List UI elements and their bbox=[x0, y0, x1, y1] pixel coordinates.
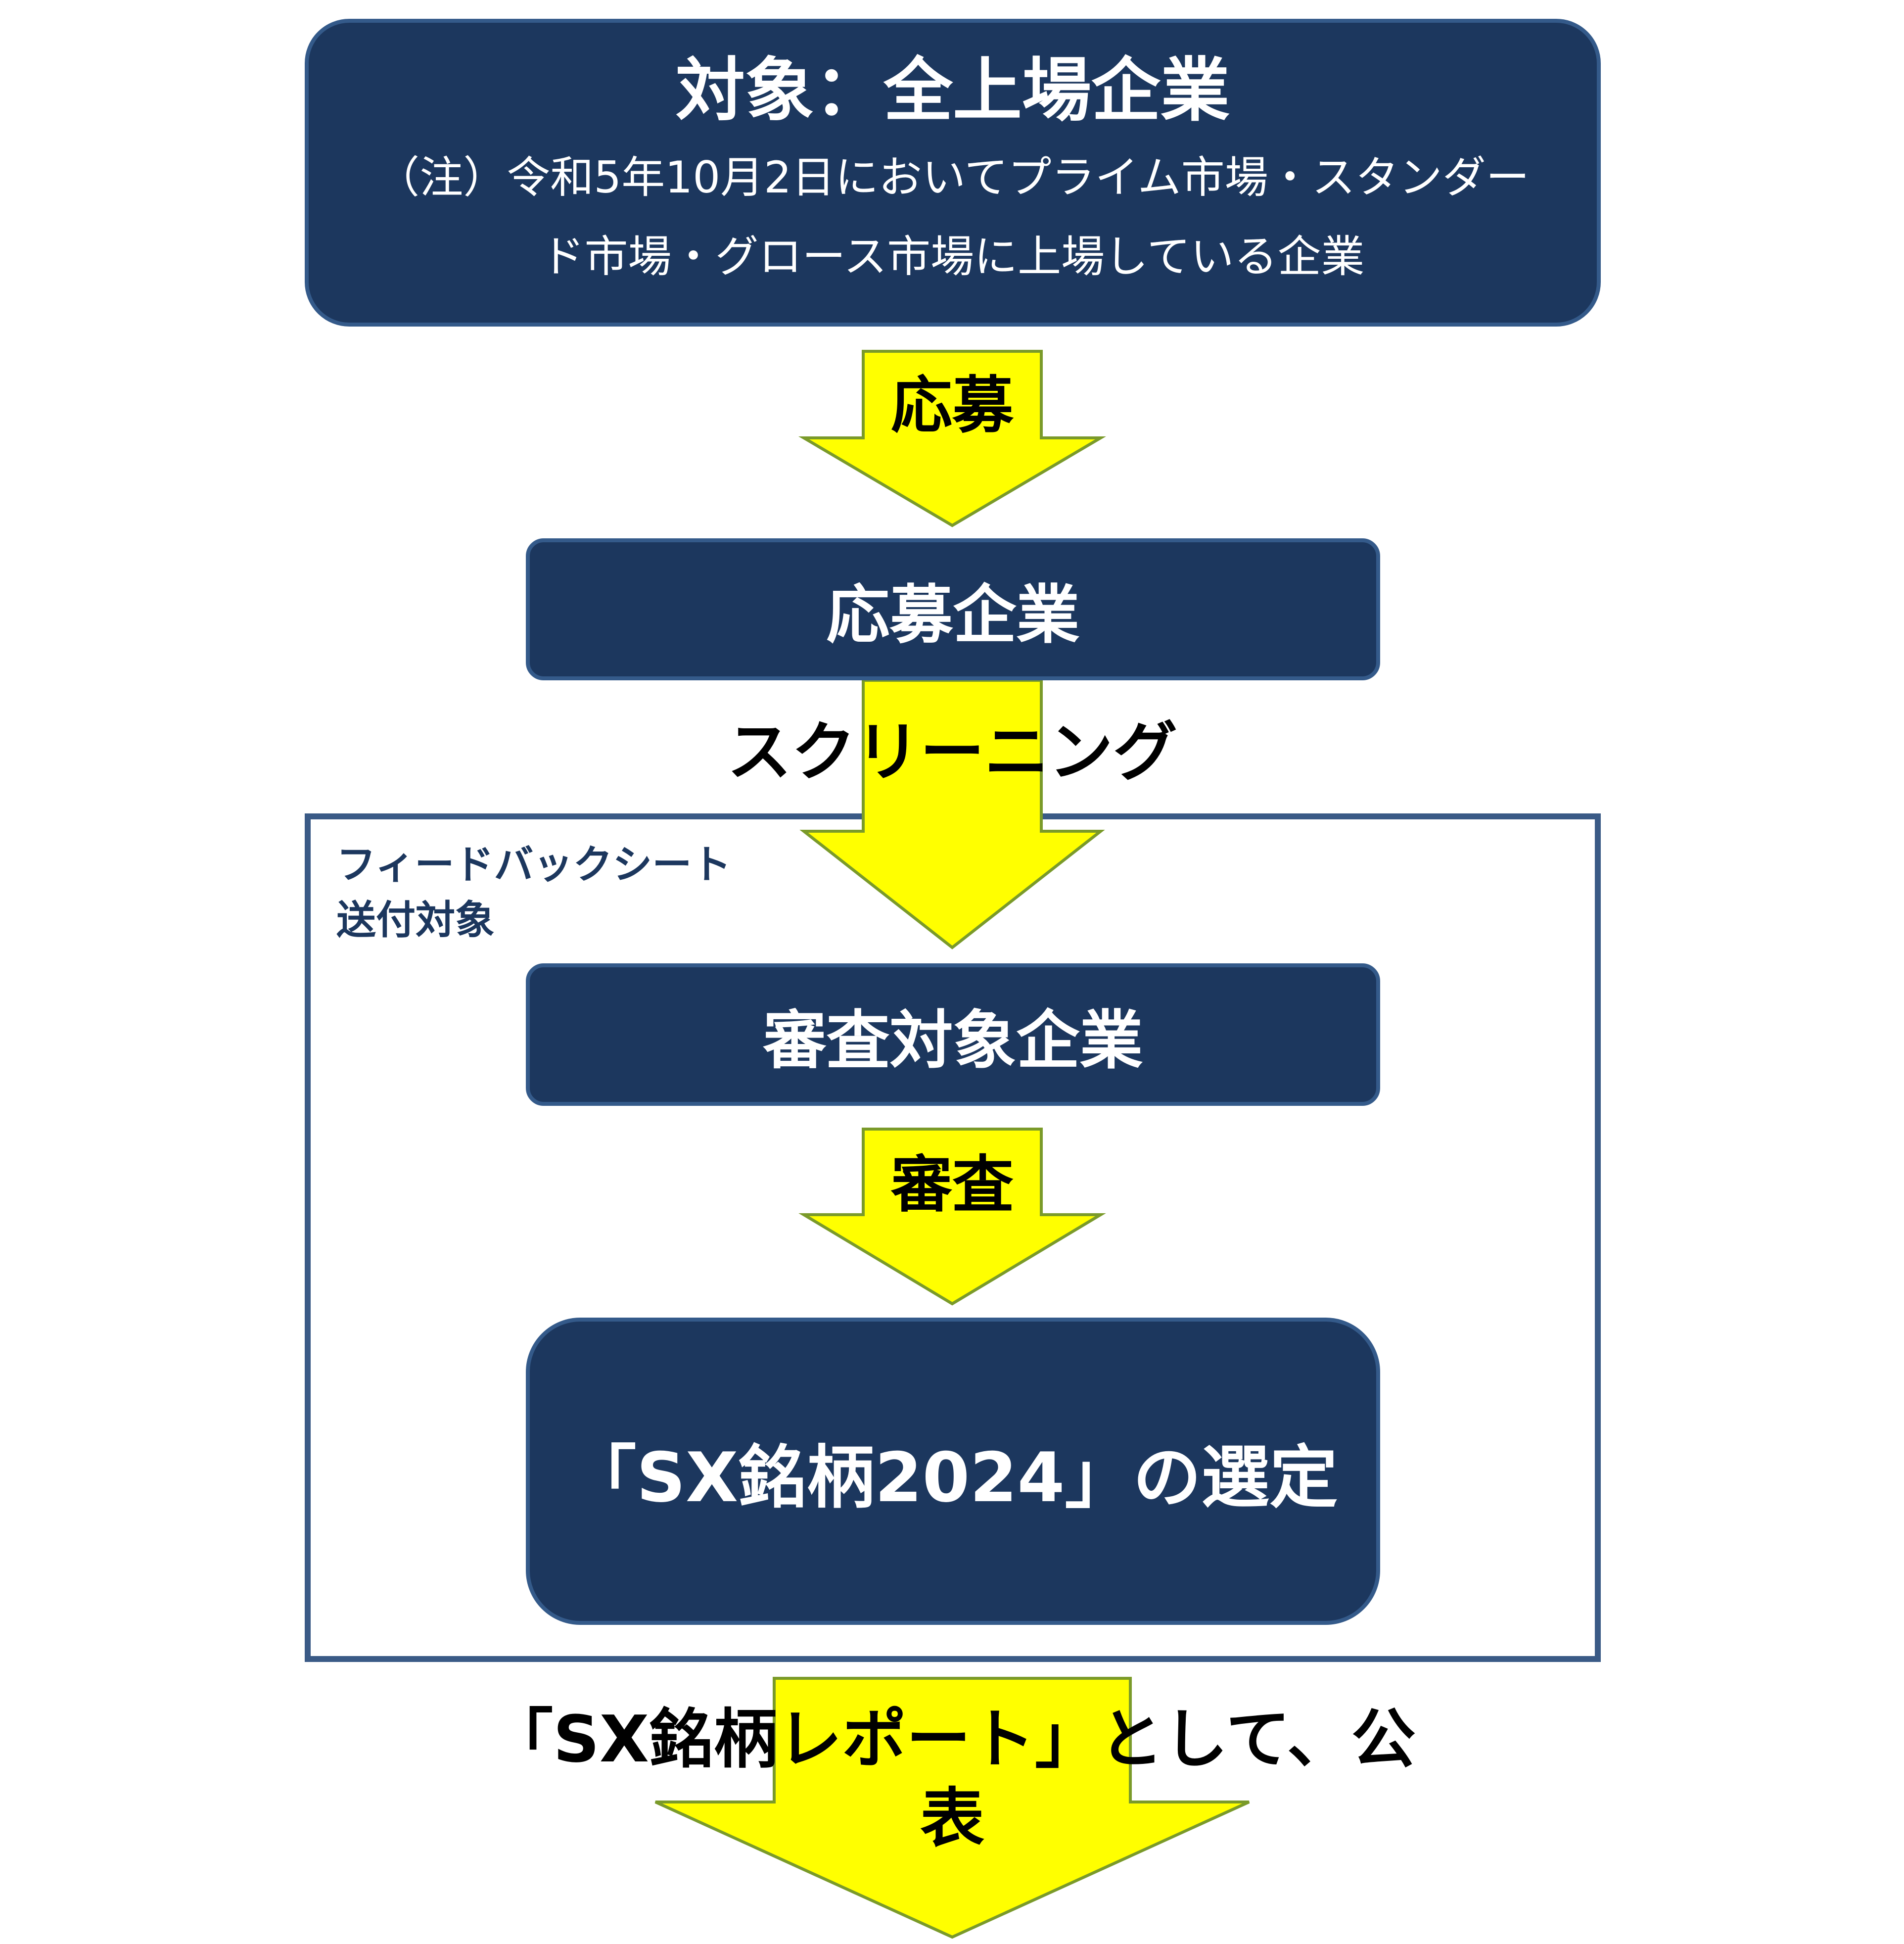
review-target-box: 審査対象企業 bbox=[526, 963, 1380, 1106]
apply-label: 応募 bbox=[890, 370, 1014, 441]
arrow-apply bbox=[798, 350, 1106, 527]
arrow-screening bbox=[799, 679, 1105, 949]
screening-label: スクリーニング bbox=[727, 714, 1177, 790]
target-title: 対象：全上場企業 bbox=[675, 50, 1230, 131]
arrow-publish bbox=[654, 1677, 1250, 1939]
review-label: 審査 bbox=[890, 1149, 1014, 1221]
target-note: （注）令和5年10月2日においてプライム市場・スタンダード市場・グロース市場に上… bbox=[376, 152, 1530, 282]
target-box: 対象：全上場企業 （注）令和5年10月2日においてプライム市場・スタンダード市場… bbox=[305, 19, 1601, 327]
publish-label: 「SX銘柄レポート」として、公表 bbox=[489, 1702, 1416, 1856]
review-target-label: 審査対象企業 bbox=[763, 1003, 1143, 1078]
arrow-review bbox=[798, 1128, 1106, 1306]
selection-box: 「SX銘柄2024」の選定 bbox=[526, 1318, 1380, 1625]
selection-label: 「SX銘柄2024」の選定 bbox=[568, 1437, 1338, 1517]
feedback-sheet-label: フィードバックシート 送付対象 bbox=[336, 842, 732, 943]
applicants-label: 応募企業 bbox=[826, 578, 1080, 652]
applicants-box: 応募企業 bbox=[526, 538, 1380, 680]
